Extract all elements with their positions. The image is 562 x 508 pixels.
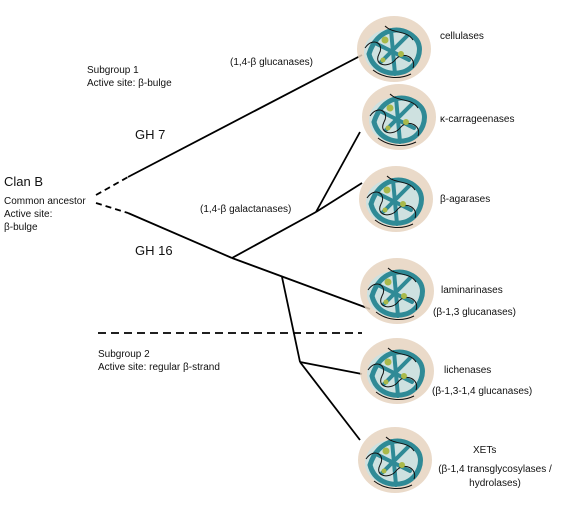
protein-structure-laminarinase xyxy=(358,256,436,326)
enzyme-detail-xets-line2: hydrolases) xyxy=(469,478,521,489)
protein-structure-carrageenase xyxy=(360,82,438,152)
family-gh7-label: GH 7 xyxy=(135,127,166,142)
enzyme-label-carrageenases: κ-carrageenases xyxy=(440,114,515,125)
branch-lichenases xyxy=(299,361,363,375)
protein-structure-lichenase xyxy=(358,336,436,406)
enzyme-label-lichenases: lichenases xyxy=(444,365,492,376)
branch-subgroup2-stem xyxy=(281,276,301,363)
enzyme-label-laminarinases: laminarinases xyxy=(441,285,503,296)
ancestor-stem-upper xyxy=(95,176,129,196)
subgroup2-site: Active site: regular β-strand xyxy=(98,362,220,373)
branch-carrageenases xyxy=(315,131,361,213)
ancestor-stem-lower xyxy=(95,202,129,214)
branch-label-glucanases: (1,4-β glucanases) xyxy=(230,57,314,68)
subgroup1-title: Subgroup 1 xyxy=(87,65,139,76)
protein-structure-agarase xyxy=(357,164,435,234)
protein-structure-xet xyxy=(356,425,434,495)
branch-label-galactanases: (1,4-β galactanases) xyxy=(200,204,292,215)
ancestor-label-line3: β-bulge xyxy=(4,222,38,233)
branch-to-galactanases xyxy=(231,211,317,259)
enzyme-label-xets: XETs xyxy=(473,445,497,456)
subgroup1-site: Active site: β-bulge xyxy=(87,78,172,89)
enzyme-detail-laminarinases: (β-1,3 glucanases) xyxy=(433,307,517,318)
enzyme-label-agarases: β-agarases xyxy=(440,194,491,205)
enzyme-label-cellulases: cellulases xyxy=(440,31,484,42)
clan-title: Clan B xyxy=(4,174,44,189)
branch-gh16 xyxy=(127,212,233,259)
family-gh16-label: GH 16 xyxy=(135,243,173,258)
branch-agarases xyxy=(315,182,363,213)
enzyme-detail-xets-line1: (β-1,4 transglycosylases / xyxy=(438,464,552,475)
branch-laminarinases xyxy=(231,257,371,310)
ancestor-label-line1: Common ancestor xyxy=(4,196,86,207)
branch-gh7 xyxy=(127,54,363,178)
enzyme-detail-lichenases: (β-1,3-1,4 glucanases) xyxy=(432,386,533,397)
branch-xets xyxy=(299,361,361,441)
subgroup2-title: Subgroup 2 xyxy=(98,349,150,360)
ancestor-label-line2: Active site: xyxy=(4,209,53,220)
protein-structure-cellulase xyxy=(355,14,433,84)
